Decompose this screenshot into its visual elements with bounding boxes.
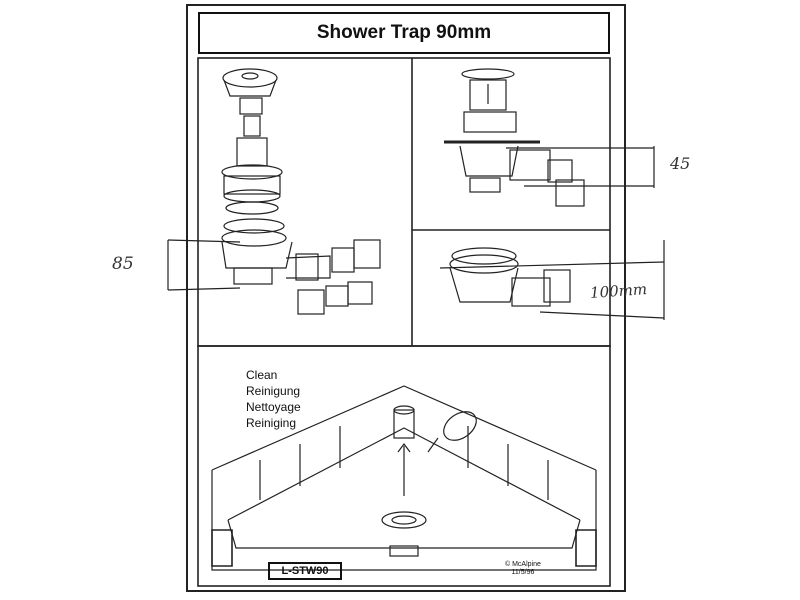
installed-trap-side-view xyxy=(444,68,655,207)
copyright-stamp: © McAlpine 11/5/96 xyxy=(505,561,541,577)
cleaning-panel-frame xyxy=(197,345,611,587)
exploded-trap-illustration xyxy=(167,68,381,315)
drawing-sheet-border xyxy=(186,4,626,592)
document-title: Shower Trap 90mm xyxy=(198,12,610,54)
handwritten-dimension-left: 85 xyxy=(112,254,134,274)
handwritten-dimension-top: 45 xyxy=(670,154,691,173)
clean-label-de: Reinigung xyxy=(246,384,301,398)
cleaning-instructions: Clean Reinigung Nettoyage Reiniging xyxy=(246,367,301,431)
shower-tray-cleaning-illustration xyxy=(211,385,597,571)
clean-label-en: Clean xyxy=(246,368,278,382)
copyright-owner: © McAlpine xyxy=(505,561,541,568)
installed-trap-perspective xyxy=(439,240,665,320)
clean-label-nl: Reiniging xyxy=(246,416,297,430)
model-code: L-STW90 xyxy=(268,562,342,580)
clean-label-fr: Nettoyage xyxy=(246,400,301,414)
copyright-date: 11/5/96 xyxy=(511,569,535,576)
